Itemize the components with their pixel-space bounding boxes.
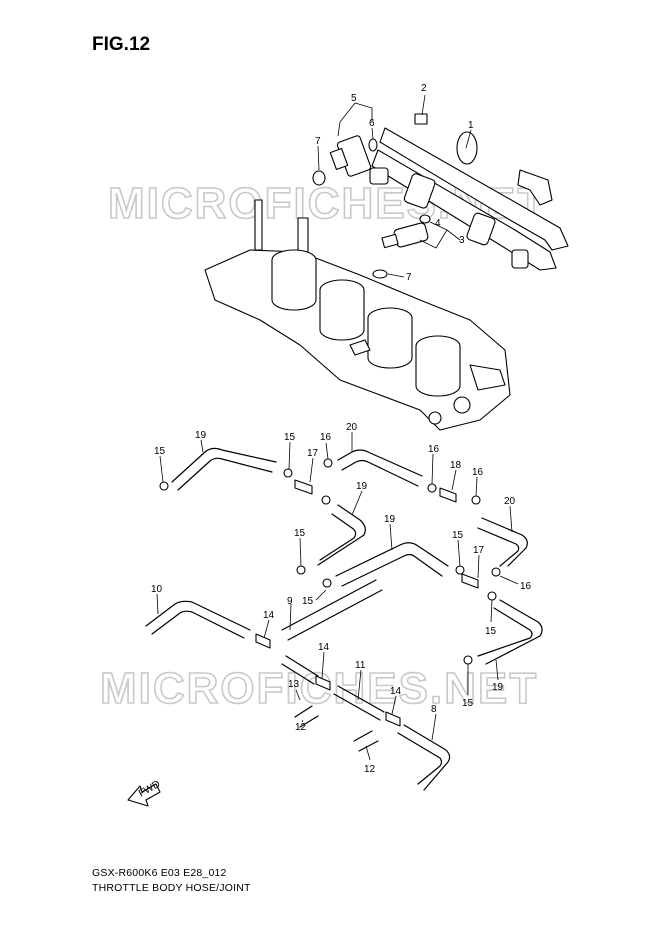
- callout-19-a: 19: [195, 430, 207, 441]
- callout-15-a: 15: [154, 446, 166, 457]
- callout-10: 10: [151, 584, 163, 595]
- watermark-bottom: MICROFICHES.NET: [100, 664, 538, 713]
- callout-11: 11: [355, 660, 366, 671]
- callout-19-d: 19: [492, 682, 504, 693]
- callout-15-g: 15: [462, 698, 474, 709]
- callout-14-a: 14: [263, 610, 275, 621]
- callout-17-a: 17: [307, 448, 319, 459]
- callout-3: 3: [459, 235, 465, 246]
- callout-20-b: 20: [504, 496, 516, 507]
- fuel-delivery-pipe: [369, 113, 569, 271]
- forward-arrow: FWD: [127, 779, 162, 807]
- callout-15-b: 15: [284, 432, 296, 443]
- callout-16-c: 16: [472, 467, 484, 478]
- callout-7-lower: 7: [406, 272, 412, 283]
- callout-14-b: 14: [318, 642, 330, 653]
- callout-8: 8: [431, 704, 437, 715]
- callout-16-d: 16: [520, 581, 532, 592]
- callout-5: 5: [351, 93, 357, 104]
- callout-15-f: 15: [485, 626, 497, 637]
- callout-2: 2: [421, 83, 427, 94]
- callout-16-b: 16: [428, 444, 440, 455]
- callout-15-d: 15: [452, 530, 464, 541]
- injector-upper: [312, 135, 378, 186]
- callout-12-b: 12: [364, 764, 376, 775]
- vacuum-hoses: [145, 447, 543, 791]
- callout-16-a: 16: [320, 432, 332, 443]
- callout-15-c: 15: [294, 528, 306, 539]
- throttle-body-assembly: [204, 199, 511, 431]
- callout-7-upper: 7: [315, 136, 321, 147]
- injector-lower: [372, 214, 431, 279]
- callout-13: 13: [288, 679, 300, 690]
- leader-lines: [156, 94, 519, 761]
- callout-1: 1: [468, 120, 474, 131]
- model-code: GSX-R600K6 E03 E28_012: [92, 867, 227, 879]
- callout-19-b: 19: [356, 481, 368, 492]
- callout-15-e: 15: [302, 596, 314, 607]
- callout-18: 18: [450, 460, 462, 471]
- figure-title: FIG.12: [92, 34, 151, 55]
- callout-19-c: 19: [384, 514, 396, 525]
- callout-9: 9: [287, 596, 293, 607]
- callout-17-b: 17: [473, 545, 485, 556]
- callout-numbers: 1 2 3 4 5 6 7 7 19 15 15 16 17 20 16 18 …: [151, 83, 532, 775]
- callout-6: 6: [369, 118, 375, 129]
- callout-20-a: 20: [346, 422, 358, 433]
- callout-14-c: 14: [390, 686, 402, 697]
- callout-4: 4: [435, 218, 441, 229]
- callout-12-a: 12: [295, 722, 307, 733]
- figure-description: THROTTLE BODY HOSE/JOINT: [92, 882, 251, 894]
